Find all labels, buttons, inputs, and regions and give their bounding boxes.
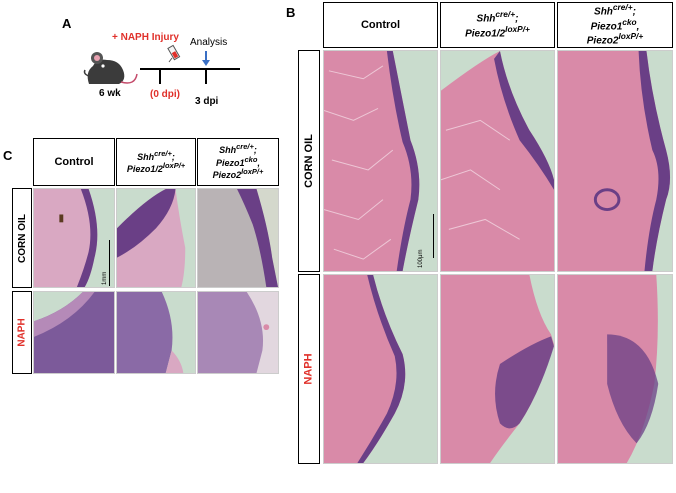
panel-c-micrograph-piezo1cko-corn-oil xyxy=(197,188,279,288)
panel-c-micrograph-piezo1cko-naph xyxy=(197,291,279,374)
panel-c-row-label-naph: NAPH xyxy=(12,291,32,374)
panel-b-scale-bar xyxy=(433,214,434,258)
dpi0-label: (0 dpi) xyxy=(150,89,180,100)
injury-label: + NAPH Injury xyxy=(112,32,179,43)
timeline xyxy=(140,66,240,90)
analysis-arrow-icon xyxy=(201,51,211,67)
panel-b-row-label-corn-oil: CORN OIL xyxy=(298,50,320,272)
panel-b-micrograph-piezo12-corn-oil xyxy=(440,50,555,272)
panel-a-letter: A xyxy=(62,16,72,31)
panel-b-micrograph-control-corn-oil xyxy=(323,50,438,272)
panel-b-scale-label: 100μm xyxy=(418,249,424,268)
panel-c-scale-label: 1mm xyxy=(102,271,108,285)
panel-b-micrograph-piezo12-naph xyxy=(440,274,555,464)
panel-c-micrograph-piezo12-naph xyxy=(116,291,196,374)
panel-c-header-piezo1cko: Shhcre/+; Piezo1cko, Piezo2loxP/+ xyxy=(197,138,279,186)
panel-c-header-piezo12: Shhcre/+; Piezo1/2loxP/+ xyxy=(116,138,196,186)
panel-b-micrograph-piezo1cko-naph xyxy=(557,274,673,464)
panel-c-scale-bar xyxy=(109,240,110,286)
analysis-label: Analysis xyxy=(190,37,228,48)
panel-c-micrograph-piezo12-corn-oil xyxy=(116,188,196,288)
panel-c-row-label-corn-oil: CORN OIL xyxy=(12,188,32,288)
panel-b-micrograph-piezo1cko-corn-oil xyxy=(557,50,673,272)
panel-b-letter: B xyxy=(286,5,296,20)
age-label: 6 wk xyxy=(99,88,121,99)
dpi3-label: 3 dpi xyxy=(195,96,219,107)
panel-c-micrograph-control-corn-oil xyxy=(33,188,115,288)
panel-b-row-label-naph: NAPH xyxy=(298,274,320,464)
panel-b-micrograph-control-naph xyxy=(323,274,438,464)
injection-syringe-icon xyxy=(165,44,185,66)
panel-c-header-control: Control xyxy=(33,138,115,186)
panel-b-header-piezo1cko: Shhcre/+; Piezo1cko, Piezo2loxP/+ xyxy=(557,2,673,48)
panel-b-header-piezo12: Shhcre/+; Piezo1/2loxP/+ xyxy=(440,2,555,48)
panel-b-header-control: Control xyxy=(323,2,438,48)
panel-c-micrograph-control-naph xyxy=(33,291,115,374)
mouse-icon xyxy=(83,46,139,86)
panel-c-letter: C xyxy=(3,148,13,163)
